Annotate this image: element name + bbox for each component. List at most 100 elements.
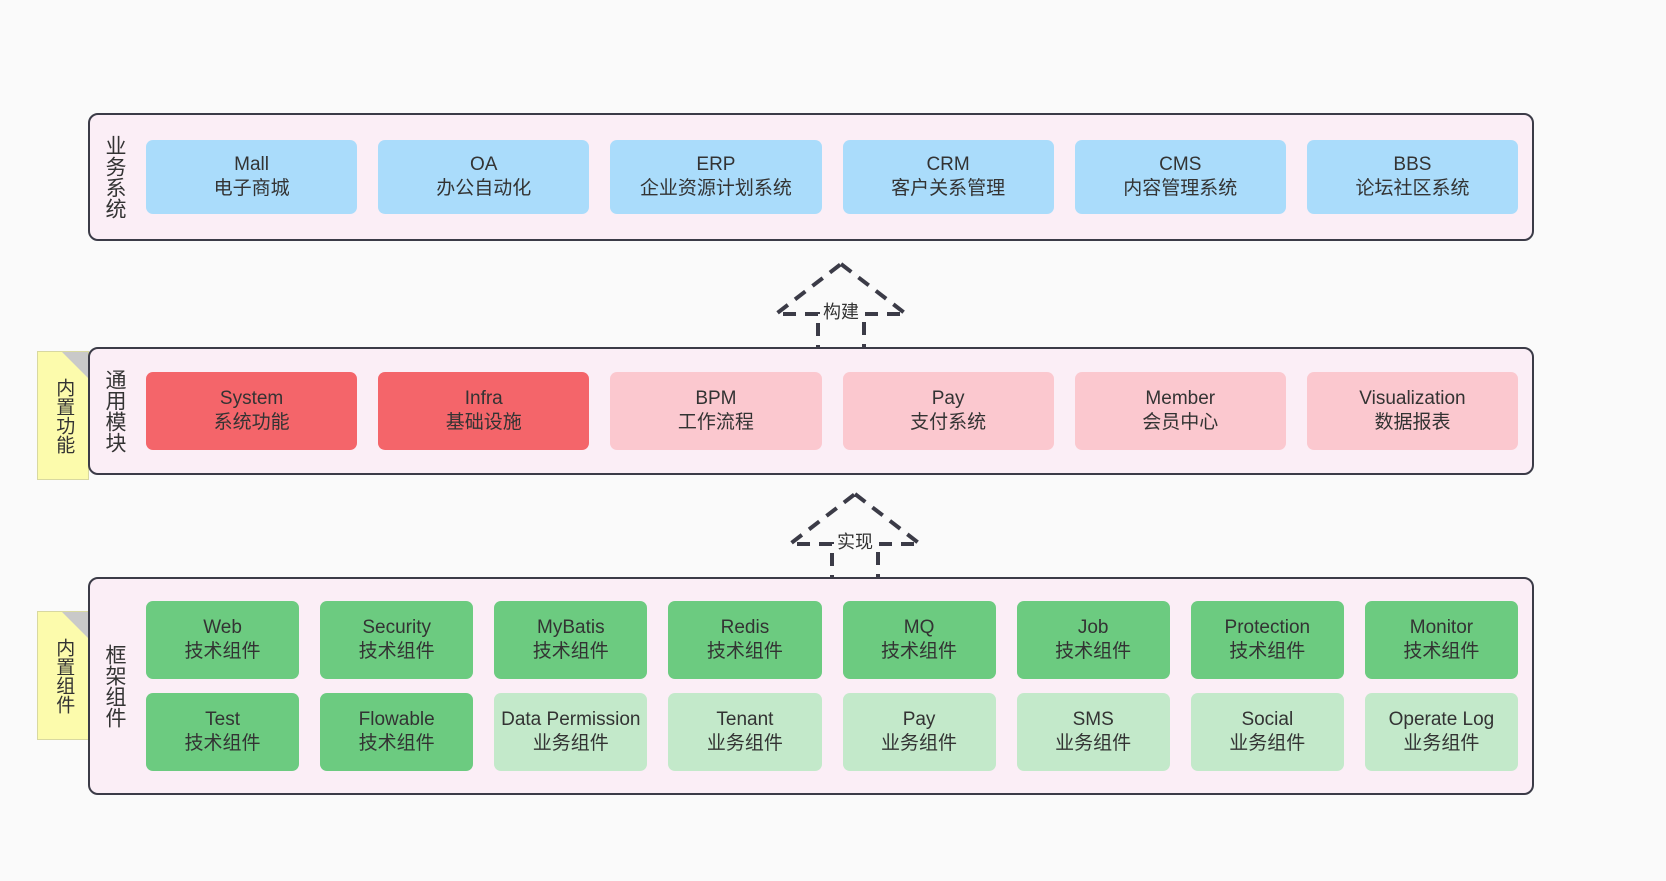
- card-name: Infra: [464, 388, 503, 410]
- card-name: Visualization: [1359, 388, 1466, 410]
- card-description: 工作流程: [677, 412, 754, 433]
- card-name: Data Permission: [501, 709, 641, 731]
- card-name: MyBatis: [537, 617, 605, 639]
- card-description: 内容管理系统: [1123, 178, 1238, 199]
- connector-build-label: 构建: [823, 302, 859, 322]
- card-name: Test: [205, 709, 240, 731]
- card-description: 业务组件: [706, 733, 783, 754]
- card-description: 技术组件: [706, 641, 783, 662]
- card-description: 业务组件: [881, 733, 958, 754]
- card-description: 技术组件: [184, 733, 261, 754]
- card-name: Operate Log: [1388, 709, 1495, 731]
- card-name: Redis: [720, 617, 770, 639]
- card-description: 企业资源计划系统: [639, 178, 792, 199]
- card-name: Flowable: [358, 709, 435, 731]
- card-description: 技术组件: [358, 733, 435, 754]
- card-description: 技术组件: [532, 641, 609, 662]
- card-description: 会员中心: [1142, 412, 1219, 433]
- card-name: Tenant: [716, 709, 774, 731]
- sticky-note-builtin-features-label: 内置功能: [53, 377, 75, 454]
- framework-components-layer-title: 框架组件: [103, 644, 127, 728]
- card-name: Social: [1241, 709, 1294, 731]
- card-description: 技术组件: [881, 641, 958, 662]
- sticky-note-builtin-components: 内置组件: [37, 611, 89, 740]
- card-name: CMS: [1159, 154, 1202, 176]
- card-description: 客户关系管理: [891, 178, 1006, 199]
- card-name: Web: [203, 617, 242, 639]
- card-description: 论坛社区系统: [1355, 178, 1470, 199]
- card-name: Mall: [234, 154, 269, 176]
- card-description: 技术组件: [184, 641, 261, 662]
- card-description: 技术组件: [358, 641, 435, 662]
- card-name: SMS: [1072, 709, 1114, 731]
- folded-corner-icon: [62, 352, 88, 378]
- card-name: ERP: [696, 154, 736, 176]
- card-name: MQ: [903, 617, 935, 639]
- card-description: 技术组件: [1055, 641, 1132, 662]
- card-name: Pay: [902, 709, 936, 731]
- card-description: 办公自动化: [436, 178, 532, 199]
- connector-implement-label: 实现: [837, 532, 873, 552]
- card-name: Security: [362, 617, 431, 639]
- card-description: 业务组件: [1055, 733, 1132, 754]
- card-name: Monitor: [1409, 617, 1474, 639]
- card-description: 业务组件: [1403, 733, 1480, 754]
- card-name: Protection: [1224, 617, 1311, 639]
- card-description: 技术组件: [1403, 641, 1480, 662]
- card-name: System: [219, 388, 284, 410]
- card-description: 业务组件: [532, 733, 609, 754]
- card-name: BPM: [695, 388, 737, 410]
- card-name: CRM: [926, 154, 970, 176]
- sticky-note-builtin-features: 内置功能: [37, 351, 89, 480]
- folded-corner-icon: [62, 612, 88, 638]
- card-description: 系统功能: [213, 412, 290, 433]
- connector-build: 构建: [746, 258, 936, 356]
- card-name: Member: [1145, 388, 1216, 410]
- card-description: 技术组件: [1229, 641, 1306, 662]
- card-name: BBS: [1393, 154, 1432, 176]
- card-description: 支付系统: [910, 412, 987, 433]
- card-name: Pay: [931, 388, 965, 410]
- general-modules-layer-title: 通用模块: [103, 369, 127, 453]
- card-name: Job: [1077, 617, 1109, 639]
- card-description: 数据报表: [1374, 412, 1451, 433]
- sticky-note-builtin-components-label: 内置组件: [53, 637, 75, 714]
- card-description: 电子商城: [213, 178, 290, 199]
